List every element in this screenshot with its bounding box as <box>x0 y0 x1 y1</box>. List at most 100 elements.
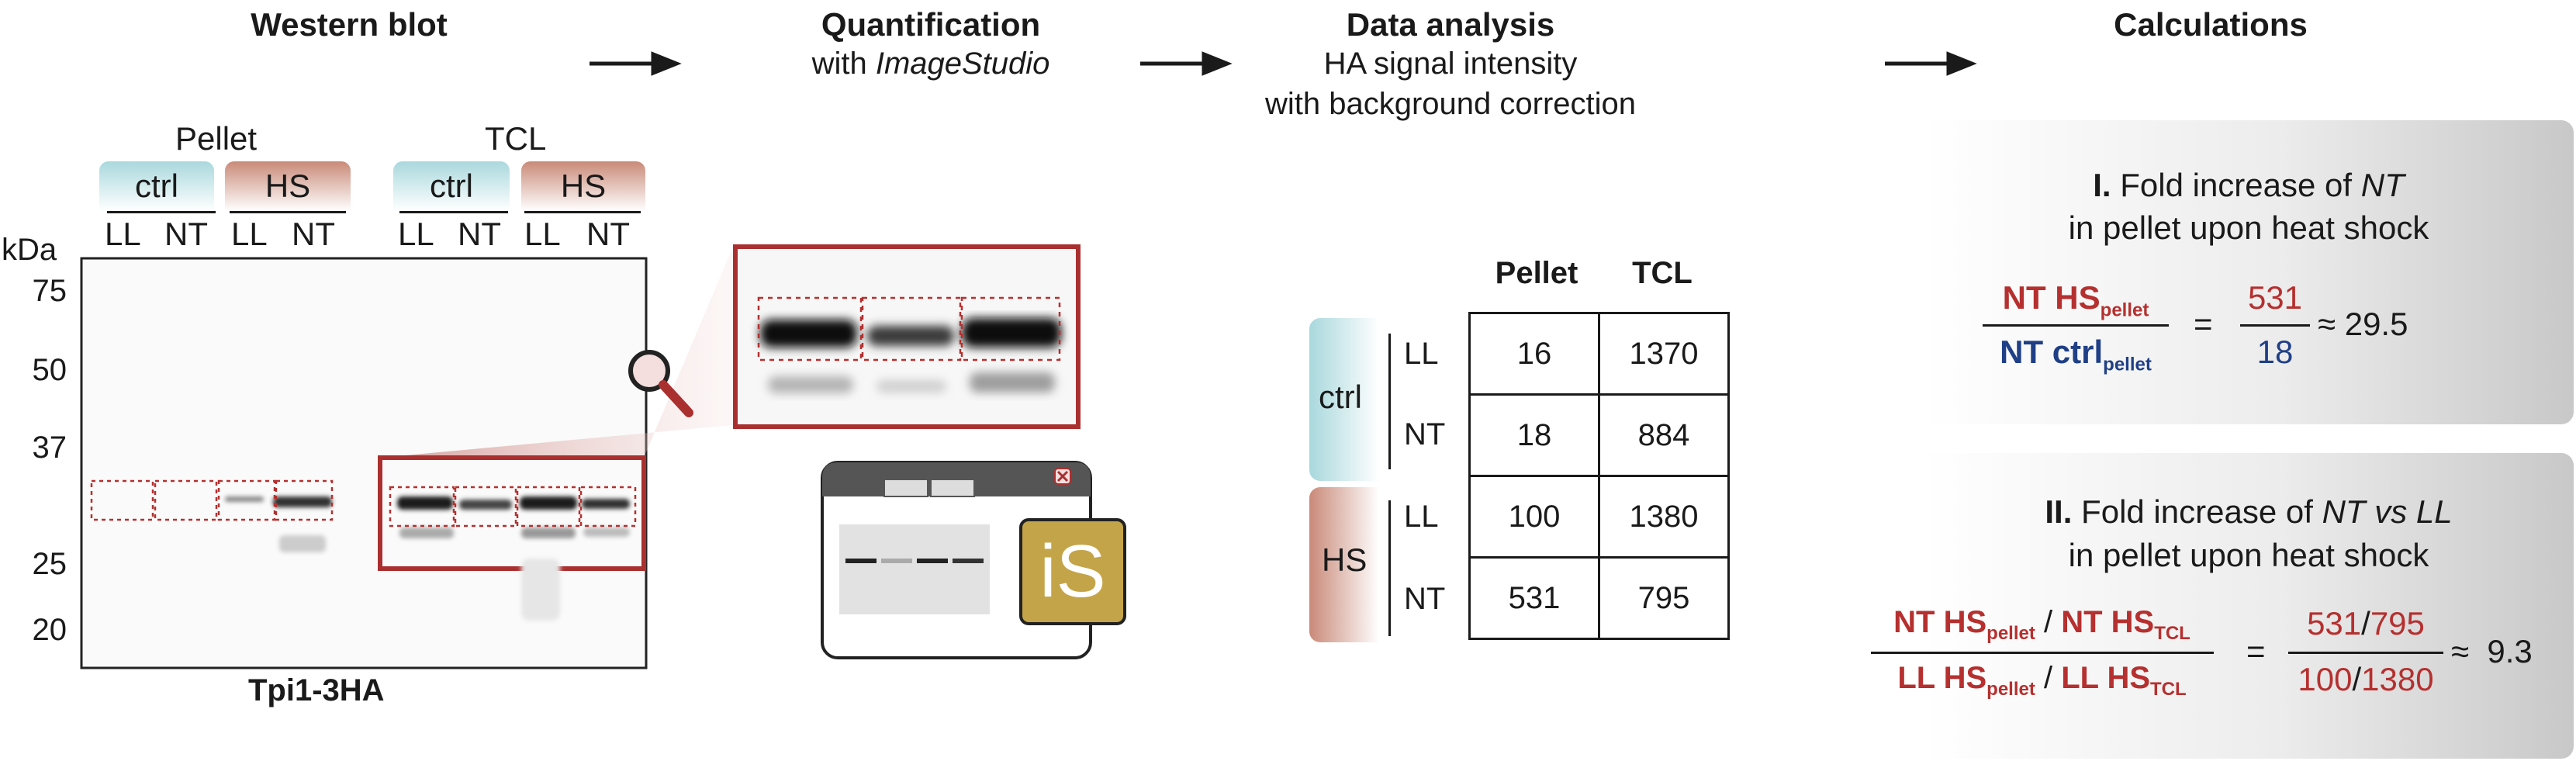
calc1-equals: = <box>2194 306 2213 342</box>
calc2-value-den-a: 100 <box>2298 661 2353 697</box>
cell-pellet: 18 <box>1468 393 1600 477</box>
calc1-result: ≈ 29.5 <box>2318 306 2408 342</box>
lane-label: LL <box>524 216 561 252</box>
group-hs-bg <box>1309 487 1379 642</box>
table-row: 18 884 <box>1468 393 1730 477</box>
condition-ctrl-pellet: ctrl <box>99 161 214 211</box>
calculations-heading: Calculations <box>2114 6 2308 43</box>
quantification-heading: Quantification <box>821 6 1041 43</box>
lane-label: LL <box>231 216 268 252</box>
row-lane-label: NT <box>1404 582 1446 616</box>
calc2-roman: II. <box>2045 493 2073 530</box>
row-lane-label: NT <box>1404 417 1446 451</box>
arrow-1-head-icon <box>651 51 682 76</box>
blot-membrane <box>80 257 648 669</box>
imagestudio-window-icon <box>821 461 1126 659</box>
cell-pellet: 531 <box>1468 556 1600 640</box>
calc1-num-sub: pellet <box>2100 299 2149 321</box>
data-analysis-line2: with background correction <box>1264 87 1637 121</box>
underline <box>524 211 641 213</box>
data-analysis-line1: HA signal intensity <box>1323 47 1578 81</box>
tcl-quant-boxes <box>389 486 637 528</box>
lane-label: NT <box>586 216 630 252</box>
quantification-subtitle: with ImageStudio <box>737 47 1125 81</box>
calc2-value-numerator: 531/795 <box>2288 605 2443 642</box>
calculation-panel-2 <box>1924 453 2574 759</box>
condition-ctrl-tcl: ctrl <box>393 161 510 211</box>
table-row: 16 1370 <box>1468 312 1730 396</box>
calc1-title-italic: NT <box>2360 167 2405 203</box>
tcl-bands <box>397 496 630 621</box>
lane-label: NT <box>292 216 335 252</box>
calc2-result: ≈ 9.3 <box>2451 633 2533 669</box>
calc2-value-num-a: 531 <box>2307 605 2362 642</box>
row-lane-label: LL <box>1404 500 1439 534</box>
lane-label: NT <box>164 216 208 252</box>
calc1-denominator: NT ctrlpellet <box>1983 334 2169 375</box>
pellet-bands <box>225 496 332 552</box>
row-lane-label: LL <box>1404 337 1439 371</box>
calc2-den-b: LL HS <box>2061 661 2151 695</box>
marker-50: 50 <box>32 353 67 387</box>
condition-hs-tcl: HS <box>521 161 645 211</box>
marker-37: 37 <box>32 431 67 465</box>
magnified-bands <box>760 318 1061 393</box>
calc1-title-text: Fold increase of <box>2111 167 2361 203</box>
calc2-den-b-sub: TCL <box>2150 679 2187 700</box>
cell-tcl: 795 <box>1598 556 1730 640</box>
calc1-value-numerator: 531 <box>2247 279 2303 316</box>
kda-label: kDa <box>2 233 57 267</box>
calc2-title-text: Fold increase of <box>2072 493 2322 530</box>
calc2-title-line2: in pellet upon heat shock <box>2068 537 2429 573</box>
imagestudio-logo: iS <box>1039 530 1106 613</box>
group-label-ctrl: ctrl <box>1319 379 1362 415</box>
calc2-num-b: NT HS <box>2061 605 2155 639</box>
cell-tcl: 884 <box>1598 393 1730 477</box>
marker-20: 20 <box>32 613 67 647</box>
calc2-value-den-sep: / <box>2352 661 2362 697</box>
tcl-group-label: TCL <box>485 120 547 157</box>
magnified-quant-boxes <box>757 296 1061 361</box>
condition-hs-pellet: HS <box>225 161 351 211</box>
calc1-value-line <box>2240 324 2310 327</box>
tcl-zoom-frame <box>378 455 646 571</box>
pellet-group-label: Pellet <box>175 120 258 157</box>
calc2-value-num-sep: / <box>2361 605 2370 642</box>
calc1-title: I. Fold increase of NT <box>1924 167 2574 204</box>
group-label-hs: HS <box>1322 541 1368 578</box>
col-header-pellet: Pellet <box>1495 256 1578 290</box>
pellet-quant-boxes <box>90 479 334 521</box>
group-ctrl-bg <box>1309 318 1379 481</box>
calc2-title: II. Fold increase of NT vs LL <box>1924 493 2574 531</box>
calc2-value-den-b: 1380 <box>2361 661 2434 697</box>
calc2-den-slash: / <box>2035 661 2062 695</box>
calc2-num-slash: / <box>2035 605 2062 639</box>
table-row: 531 795 <box>1468 556 1730 640</box>
data-analysis-heading: Data analysis <box>1346 6 1555 43</box>
arrow-2-head-icon <box>1202 51 1233 76</box>
table-row: 100 1380 <box>1468 475 1730 559</box>
calc2-numerator: NT HSpellet / NT HSTCL <box>1865 605 2218 645</box>
group-bracket <box>1388 500 1391 636</box>
calculation-panel-1 <box>1924 120 2574 424</box>
calc2-value-denominator: 100/1380 <box>2288 661 2443 698</box>
protein-label: Tpi1-3HA <box>248 673 385 707</box>
magnifier-icon <box>628 350 693 417</box>
col-header-tcl: TCL <box>1632 256 1693 290</box>
lane-label: LL <box>398 216 434 252</box>
cell-pellet: 16 <box>1468 312 1600 396</box>
quantification-subtitle-prefix: with <box>811 47 876 81</box>
marker-75: 75 <box>32 274 67 308</box>
underline <box>107 211 216 213</box>
calc2-den-a-sub: pellet <box>1986 679 2035 700</box>
calc2-den-a: LL HS <box>1897 661 1987 695</box>
software-name: ImageStudio <box>875 47 1050 81</box>
calc1-den-text: NT ctrl <box>2000 334 2104 370</box>
calc2-num-b-sub: TCL <box>2154 623 2190 644</box>
calc2-fraction-line <box>1871 652 2214 654</box>
calc2-value-line <box>2288 652 2443 654</box>
calc1-title-line2: in pellet upon heat shock <box>2068 209 2429 246</box>
underline <box>399 211 508 213</box>
